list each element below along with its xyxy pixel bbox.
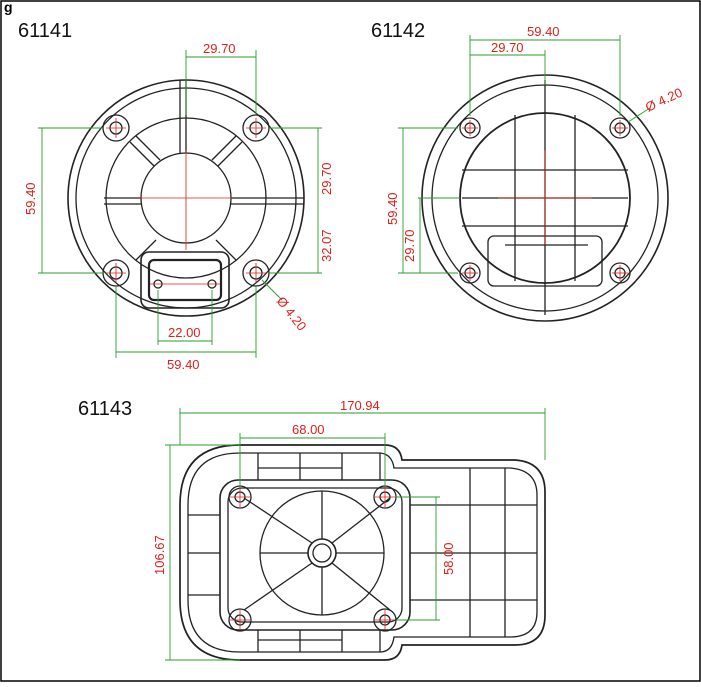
dim-61142-left-outer: 59.40 [385, 192, 400, 225]
part-label-61142: 61142 [371, 20, 426, 42]
part-label-61141: 61141 [18, 20, 73, 42]
dim-61142-left-inner: 29.70 [402, 229, 417, 262]
dim-61142-top-outer: 59.40 [527, 24, 560, 39]
part-61142-centerlines [462, 120, 628, 281]
part-61143-drawing [179, 444, 546, 661]
dim-61143-height: 106.67 [152, 535, 167, 575]
dim-61143-hole-spacing: 68.00 [292, 422, 325, 437]
dim-61143-vertical-spacing: 58.00 [441, 542, 456, 575]
dim-61141-top: 29.70 [203, 41, 236, 56]
dim-61141-slot: 22.00 [168, 325, 201, 340]
dim-61143-overall-length: 170.94 [340, 398, 380, 413]
part-61142-dimension-lines [398, 35, 651, 274]
dim-61142-top-inner: 29.70 [491, 40, 524, 55]
dim-61142-hole: Ø 4.20 [643, 85, 685, 115]
page-letter: g [4, 0, 13, 15]
dim-61141-right-lower: 32.07 [319, 229, 334, 262]
dim-61141-left: 59.40 [23, 182, 38, 215]
dim-61141-bottom: 59.40 [167, 357, 200, 372]
part-61141-dimension-lines [38, 50, 322, 358]
dim-61141-right-upper: 29.70 [319, 162, 334, 195]
part-label-61143: 61143 [78, 398, 133, 420]
part-61143-centerlines [230, 487, 395, 630]
part-61141-centerlines [106, 118, 266, 285]
dim-61141-hole: Ø 4.20 [274, 294, 310, 334]
part-61143-dimension-lines [165, 408, 546, 661]
